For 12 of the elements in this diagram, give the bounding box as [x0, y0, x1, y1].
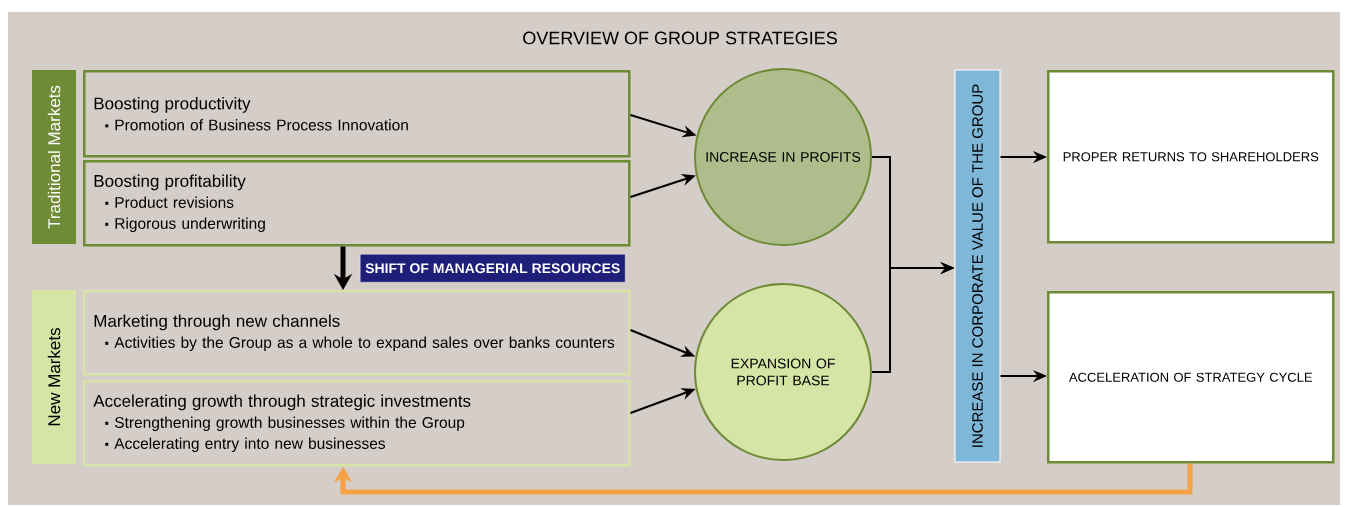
text-box: Accelerating growth through strategic investments Strengthening growth businesses within the Group Accelerating entry into new businesses	[83, 380, 631, 467]
text-box: Boosting profitability Product revisions Rigorous underwriting	[83, 160, 631, 247]
text-box: Boosting productivity Promotion of Business Process Innovation	[83, 70, 631, 158]
vertical-bar: INCREASE IN CORPORATE VALUE OF THE GROUP	[954, 69, 1001, 463]
arrow	[333, 463, 1193, 495]
outcome-box: ACCELERATION OF STRATEGY CYCLE	[1047, 291, 1335, 464]
title: OVERVIEW OF GROUP STRATEGIES	[523, 31, 837, 45]
side-band: New Markets	[32, 290, 76, 464]
outcome-box: PROPER RETURNS TO SHAREHOLDERS	[1047, 70, 1335, 244]
edge-label: SHIFT OF MANAGERIAL RESOURCES	[360, 254, 626, 283]
side-band: Traditional Markets	[32, 70, 76, 244]
text-box: Marketing through new channels Activities by the Group as a whole to expand sales over banks counters	[83, 290, 631, 376]
